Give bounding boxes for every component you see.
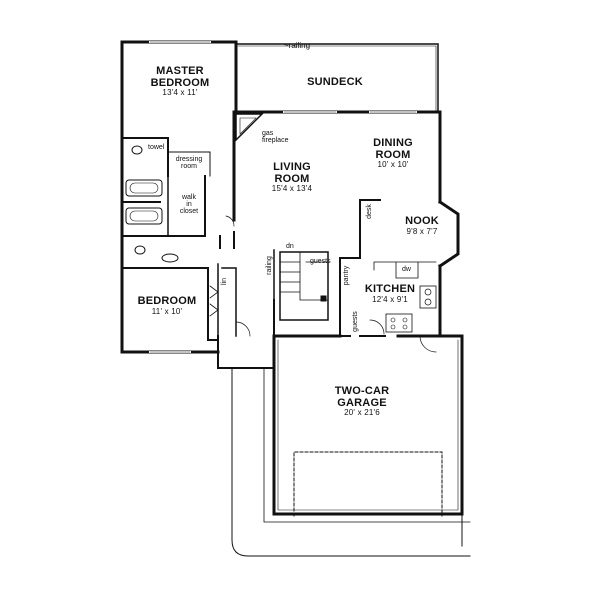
living-room-name-2: ROOM bbox=[274, 172, 310, 185]
dw-label: dw bbox=[402, 266, 411, 273]
fireplace bbox=[235, 113, 264, 142]
dining-room-name-1: DINING bbox=[373, 137, 413, 149]
guests-small-label: guests bbox=[351, 311, 359, 332]
nook-name: NOOK bbox=[405, 215, 439, 227]
dn-label: dn bbox=[286, 243, 294, 250]
guests-label: guests bbox=[310, 258, 331, 265]
wall-garage bbox=[272, 334, 464, 516]
dressing-room-label: dressing room bbox=[171, 156, 207, 170]
kitchen-label: KITCHEN 12'4 x 9'1 bbox=[360, 283, 420, 304]
sundeck-label: SUNDECK bbox=[307, 76, 363, 88]
dining-room-label: DINING ROOM 10' x 10' bbox=[358, 137, 428, 170]
kitchen-name: KITCHEN bbox=[364, 283, 416, 295]
master-bedroom-name-2: BEDROOM bbox=[150, 76, 210, 89]
living-room-name-1: LIVING bbox=[273, 161, 311, 173]
master-bedroom-name-1: MASTER bbox=[156, 65, 204, 77]
towel-label: towel bbox=[148, 144, 165, 151]
fireplace-text: fireplace bbox=[262, 137, 289, 144]
closet-text: closet bbox=[179, 208, 199, 215]
desk-label: desk bbox=[365, 204, 373, 219]
wall-desk bbox=[359, 199, 381, 259]
kitchen-dims: 12'4 x 9'1 bbox=[372, 294, 408, 304]
railing-top-label: ~railing bbox=[284, 41, 311, 50]
wall-nook-bay bbox=[437, 199, 460, 269]
sundeck-railing bbox=[237, 45, 437, 113]
living-room-dims: 15'4 x 13'4 bbox=[271, 184, 313, 194]
walkin-closet-label: walk in closet bbox=[176, 194, 202, 215]
sundeck-outline bbox=[235, 43, 439, 113]
dressing-text: dressing bbox=[175, 156, 203, 163]
railing-top-text: railing bbox=[288, 41, 311, 50]
bedroom-label: BEDROOM 11' x 10' bbox=[132, 295, 202, 316]
garage-label: TWO-CAR GARAGE 20' x 21'6 bbox=[322, 385, 402, 418]
garage-dims: 20' x 21'6 bbox=[344, 408, 380, 418]
master-bedroom-label: MASTER BEDROOM 13'4 x 11' bbox=[140, 65, 220, 98]
pantry-label: pantry bbox=[343, 265, 351, 286]
wall-garage-inner bbox=[277, 339, 459, 511]
tub-upper bbox=[125, 179, 163, 197]
dressing-room-text: room bbox=[181, 163, 197, 170]
dining-room-dims: 10' x 10' bbox=[377, 160, 409, 170]
railing-stair-label: railing bbox=[265, 256, 273, 275]
walk-text: walk bbox=[181, 194, 196, 201]
in-text: in bbox=[186, 201, 192, 208]
garage-name-2: GARAGE bbox=[337, 396, 387, 409]
living-room-label: LIVING ROOM 15'4 x 13'4 bbox=[252, 161, 332, 194]
dining-room-name-2: ROOM bbox=[375, 148, 411, 161]
walkway-left bbox=[231, 367, 471, 557]
tub-lower bbox=[125, 207, 163, 225]
garage-name-1: TWO-CAR bbox=[334, 385, 390, 397]
gas-text: gas bbox=[262, 130, 274, 137]
bedroom-dims: 11' x 10' bbox=[151, 306, 183, 316]
lin-label: lin bbox=[221, 277, 229, 286]
nook-label: NOOK 9'8 x 7'7 bbox=[392, 215, 452, 236]
garage-door bbox=[293, 451, 443, 517]
gas-fireplace-label: gas fireplace bbox=[262, 130, 288, 144]
nook-dims: 9'8 x 7'7 bbox=[406, 226, 438, 236]
master-bedroom-dims: 13'4 x 11' bbox=[162, 88, 198, 98]
stairwell bbox=[279, 251, 329, 321]
bedroom-name: BEDROOM bbox=[137, 295, 197, 307]
